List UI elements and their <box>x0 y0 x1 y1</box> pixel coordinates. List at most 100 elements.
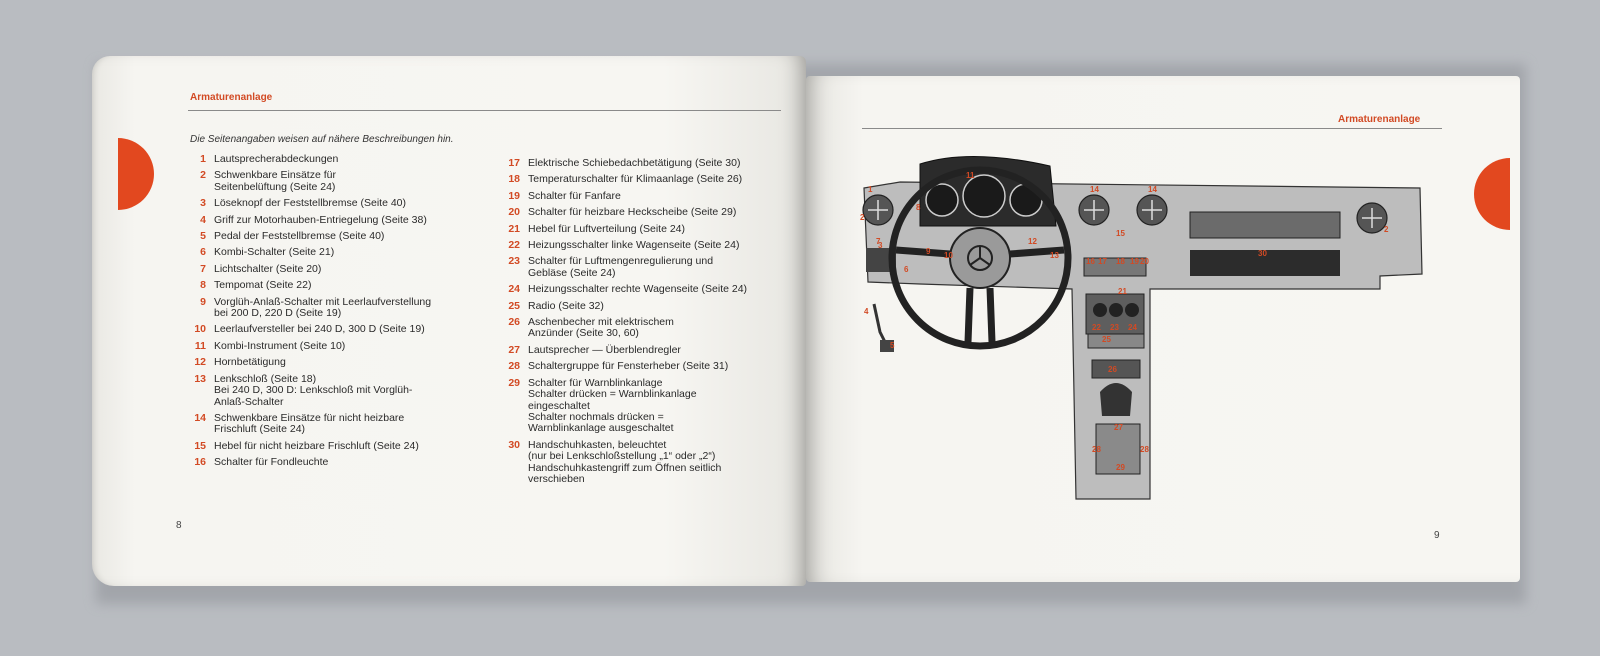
legend-text: Handschuhkasten, beleuchtet (nur bei Len… <box>528 438 722 485</box>
legend-number: 30 <box>508 438 520 451</box>
switch-row <box>1083 257 1147 277</box>
legend-text: Heizungsschalter rechte Wagenseite (Seit… <box>528 283 748 296</box>
legend-text: Kombi-Instrument (Seite 10) <box>214 339 346 352</box>
legend-item: 21 Hebel für Luftverteilung (Seite 24) <box>494 222 784 235</box>
diagram-callout: 21 <box>1118 287 1127 296</box>
legend-item: 13 Lenkschloß (Seite 18) Bei 240 D, 300 D… <box>178 372 478 408</box>
diagram-callout: 1 <box>868 185 873 194</box>
diagram-callout: 4 <box>864 307 869 316</box>
legend-text: Griff zur Motorhauben-Entriegelung (Seit… <box>214 213 427 226</box>
window-switch-group <box>1095 423 1141 475</box>
legend-number: 20 <box>508 206 520 219</box>
legend-number: 12 <box>194 356 206 369</box>
diagram-callout: 2 <box>860 213 865 222</box>
legend-number: 2 <box>200 169 206 182</box>
page-number-right: 9 <box>1434 530 1440 541</box>
diagram-callout: 28 <box>1140 445 1149 454</box>
diagram-callout: 7 <box>876 237 881 246</box>
diagram-callout: 6 <box>904 265 909 274</box>
legend-item: 24 Heizungsschalter rechte Wagenseite (Se… <box>494 283 784 296</box>
diagram-callout: 29 <box>1116 463 1125 472</box>
diagram-callout: 2 <box>1384 225 1389 234</box>
legend-text: Löseknopf der Feststellbremse (Seite 40) <box>214 197 407 210</box>
legend-number: 15 <box>194 439 206 452</box>
diagram-callout: 15 <box>1116 229 1125 238</box>
legend-text: Hebel für Luftverteilung (Seite 24) <box>528 222 686 235</box>
left-page <box>92 56 806 586</box>
legend-number: 4 <box>200 213 206 226</box>
legend-item: 15 Hebel für nicht heizbare Frischluft (S… <box>178 439 478 452</box>
legend-item: 26 Aschenbecher mit elektrischem Anzünder… <box>494 316 784 340</box>
parking-brake-pedal <box>880 340 894 352</box>
diagram-callout: 9 <box>926 247 931 256</box>
legend-text: Lenkschloß (Seite 18) Bei 240 D, 300 D: … <box>214 372 413 408</box>
legend-number: 21 <box>508 222 520 235</box>
diagram-callout: 26 <box>1108 365 1117 374</box>
legend-text: Aschenbecher mit elektrischem Anzünder (… <box>528 316 674 340</box>
glovebox-lid <box>1189 211 1341 239</box>
legend-text: Pedal der Feststellbremse (Seite 40) <box>214 230 385 243</box>
legend-number: 17 <box>508 157 520 169</box>
diagram-callout: 30 <box>1258 249 1267 258</box>
legend-number: 14 <box>194 411 206 424</box>
legend-text: Leerlaufversteller bei 240 D, 300 D (Sei… <box>214 323 425 336</box>
legend-number: 19 <box>508 189 520 202</box>
legend-number: 28 <box>508 360 520 373</box>
legend-text: Temperaturschalter für Klimaanlage (Seit… <box>528 173 743 186</box>
intro-note: Die Seitenangaben weisen auf nähere Besc… <box>190 134 454 145</box>
legend-text: Schalter für Warnblinkanlage Schalter dr… <box>528 376 697 435</box>
legend-number: 11 <box>194 339 206 352</box>
legend-text: Hebel für nicht heizbare Frischluft (Sei… <box>214 439 419 452</box>
diagram-callout: 3 <box>878 241 883 250</box>
legend-number: 16 <box>194 456 206 469</box>
legend-text: Hornbetätigung <box>214 356 286 369</box>
legend-item: 4 Griff zur Motorhauben-Entriegelung (Sei… <box>178 213 478 226</box>
legend-item: 14 Schwenkbare Einsätze für nicht heizbar… <box>178 411 478 436</box>
legend-text: Lautsprecherabdeckungen <box>214 153 339 165</box>
glovebox-shadow <box>1190 250 1340 276</box>
legend-number: 24 <box>508 283 520 296</box>
legend-item: 2 Schwenkbare Einsätze für Seitenbelüftun… <box>178 170 478 193</box>
left-header-rule <box>188 110 781 111</box>
diagram-callout: 19 <box>1130 257 1139 266</box>
legend-text: Schalter für Fondleuchte <box>214 456 329 469</box>
legend-number: 29 <box>508 376 520 389</box>
diagram-callout: 14 <box>1148 185 1157 194</box>
legend-number: 26 <box>508 316 520 329</box>
gauge-left <box>925 183 959 217</box>
diagram-callout: 22 <box>1092 323 1101 332</box>
legend-number: 27 <box>508 343 520 356</box>
page-number-left: 8 <box>176 520 182 531</box>
diagram-callout: 18 <box>1116 257 1125 266</box>
legend-number: 8 <box>200 279 206 292</box>
legend-number: 13 <box>194 372 206 385</box>
diagram-callout: 5 <box>890 341 895 350</box>
legend-item: 16 Schalter für Fondleuchte <box>178 456 478 469</box>
legend-text: Tempomat (Seite 22) <box>214 279 312 292</box>
legend-number: 9 <box>200 295 206 308</box>
diagram-callout: 23 <box>1110 323 1119 332</box>
diagram-callout: 20 <box>1140 257 1149 266</box>
legend-text: Schaltergruppe für Fensterheber (Seite 3… <box>528 360 729 373</box>
legend-number: 6 <box>200 246 206 259</box>
legend-text: Schwenkbare Einsätze für nicht heizbare … <box>214 411 405 436</box>
legend-number: 22 <box>508 239 520 252</box>
right-header-rule <box>862 128 1442 129</box>
legend-text: Schalter für Fanfare <box>528 189 621 202</box>
diagram-callout: 8 <box>916 203 921 212</box>
radio <box>1087 333 1145 349</box>
legend-text: Kombi-Schalter (Seite 21) <box>214 246 335 259</box>
diagram-callout: 27 <box>1114 423 1123 432</box>
ashtray <box>1091 359 1141 379</box>
legend-item: 30 Handschuhkasten, beleuchtet (nur bei L… <box>494 438 784 486</box>
legend-text: Schwenkbare Einsätze für Seitenbelüftung… <box>214 169 336 193</box>
